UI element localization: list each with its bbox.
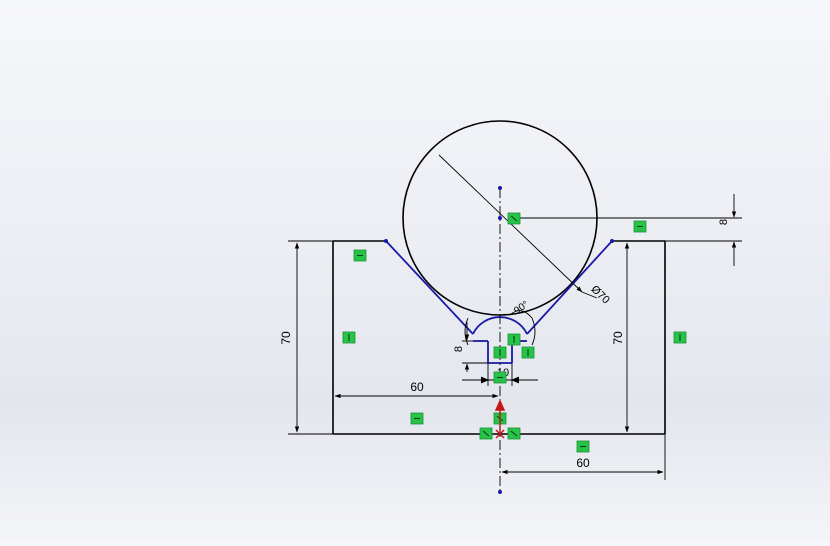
angle-arc-join[interactable] [509, 310, 533, 319]
sketch-points[interactable] [384, 186, 614, 494]
right-width-text[interactable]: 60 [576, 456, 590, 470]
leader-to-label[interactable] [581, 291, 598, 299]
dimension-texts: 70 70 60 60 Ø70 8 8 10 90° [279, 219, 730, 470]
top-center-point[interactable] [498, 186, 502, 190]
right-top-point[interactable] [610, 239, 614, 243]
dimension-lines[interactable] [288, 194, 742, 480]
profile-geometry[interactable] [332, 120, 666, 435]
angle-arc-left[interactable] [464, 317, 469, 346]
circle-center-point[interactable] [498, 216, 502, 220]
right-chamfer-line[interactable] [526, 240, 613, 335]
origin-cross-b [495, 429, 505, 439]
left-top-point[interactable] [384, 239, 388, 243]
top-offset-text[interactable]: 8 [718, 219, 730, 225]
origin-arrow-icon [494, 399, 506, 411]
slot-width-arrows[interactable] [480, 376, 520, 384]
slot-depth-text[interactable]: 8 [453, 346, 465, 352]
relation-marker-glyphs [348, 215, 681, 448]
circle-diameter-text[interactable]: Ø70 [588, 283, 611, 306]
angle-arc-right[interactable] [531, 317, 536, 346]
bottom-center-point[interactable] [498, 490, 502, 494]
origin[interactable] [494, 399, 506, 439]
left-width-text[interactable]: 60 [410, 380, 424, 394]
left-chamfer-line[interactable] [385, 240, 474, 335]
active-sketch-entities[interactable] [385, 240, 613, 364]
left-height-text[interactable]: 70 [279, 331, 293, 345]
right-height-text[interactable]: 70 [611, 331, 625, 345]
